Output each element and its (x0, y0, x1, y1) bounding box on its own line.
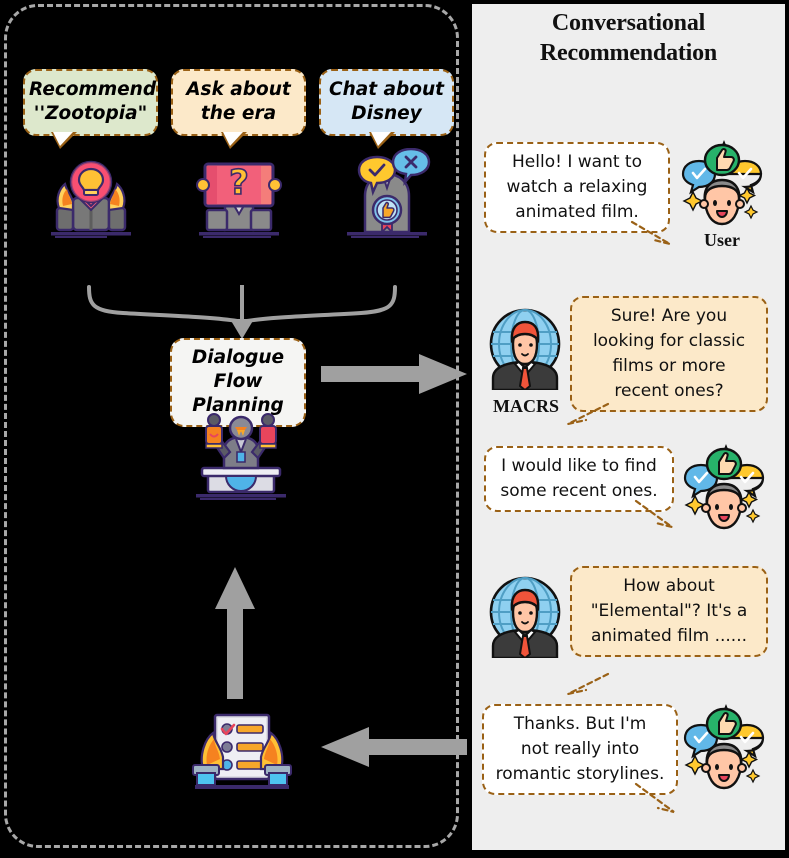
arrow-up-feedback (215, 567, 255, 699)
chat-tail-macrs-1 (567, 402, 610, 426)
speaker-label-macrs: MACRS (493, 396, 559, 416)
page-title: Conversational Recommendation (472, 8, 785, 68)
page-title-line1: Conversational (551, 10, 706, 36)
agent-bubble-line1: Recommend (29, 79, 157, 100)
chat-line: Sure! Are you (610, 306, 728, 326)
chat-line: How about (623, 576, 715, 596)
dfp-line2: Flow Planning (192, 371, 284, 416)
chat-line: films or more (612, 356, 726, 376)
chat-line: I would like to find (501, 456, 657, 476)
dialogue-flow-planning-bubble: Dialogue Flow Planning (170, 338, 306, 427)
agent-bubble-line2: Disney (351, 103, 422, 124)
chat-line: animated film ...... (590, 626, 748, 646)
converging-brace-arrow (87, 285, 397, 339)
agent-bubble-recommend: Recommend ''Zootopia" (23, 69, 158, 149)
agent-card-recommend: Recommend ''Zootopia" (23, 69, 158, 240)
chat-approve-agent-icon (337, 147, 437, 238)
bubble-tail-fill (223, 132, 243, 146)
bubble-tail-fill (53, 132, 73, 146)
arrow-right-to-conversation (321, 354, 467, 394)
avatar-user-2 (681, 444, 767, 534)
question-screen-agent-icon: ? (189, 154, 289, 240)
chat-tail-user-2 (634, 499, 673, 529)
chat-line: not really into (520, 739, 640, 759)
chat-tail-macrs-2 (567, 672, 610, 696)
chat-bubble-macrs-1: Sure! Are you looking for classic films … (570, 296, 768, 412)
checklist-hands-icon (191, 707, 293, 793)
speaker-label-user: User (704, 230, 740, 250)
chat-line: animated film. (515, 202, 639, 222)
svg-text:?: ? (229, 163, 249, 203)
agent-bubble-line1: Chat about (329, 79, 444, 100)
chat-tail-user-1 (630, 220, 671, 246)
arrow-left-feedback (321, 727, 467, 767)
agent-card-chat-disney: Chat about Disney (319, 69, 454, 238)
chat-line: Thanks. But I'm (513, 714, 647, 734)
page-title-line2: Recommendation (539, 40, 718, 66)
puppeteer-planner-icon (188, 410, 294, 502)
left-panel-agent-framework: Recommend ''Zootopia" (4, 4, 467, 848)
avatar-macrs-2 (485, 574, 565, 662)
chat-line: recent ones? (614, 381, 724, 401)
agent-bubble-ask-era: Ask about the era (171, 69, 306, 149)
bubble-tail-fill (371, 132, 391, 146)
agent-bubble-line2: ''Zootopia" (33, 103, 148, 124)
chat-line: some recent ones. (500, 481, 658, 501)
avatar-user-3 (681, 704, 767, 794)
agent-bubble-line1: Ask about (186, 79, 291, 100)
avatar-macrs-1 (485, 306, 565, 394)
chat-line: Hello! I want to (512, 152, 642, 172)
chat-line: looking for classic (592, 331, 746, 351)
chat-line: romantic storylines. (495, 764, 665, 784)
right-panel-conversation: Conversational Recommendation Hello! I w… (472, 4, 785, 850)
dfp-line1: Dialogue (191, 347, 285, 368)
chat-tail-user-3 (634, 782, 675, 814)
chat-bubble-macrs-2: How about "Elemental"? It's a animated f… (570, 566, 768, 657)
chat-bubble-user-2: I would like to find some recent ones. (484, 446, 674, 512)
avatar-user-1 (679, 140, 765, 230)
agent-bubble-chat-disney: Chat about Disney (319, 69, 454, 149)
agent-card-ask-era: Ask about the era (171, 69, 306, 240)
lightbulb-hands-agent-icon (41, 154, 141, 240)
chat-bubble-user-3: Thanks. But I'm not really into romantic… (482, 704, 678, 795)
chat-line: "Elemental"? It's a (590, 601, 748, 621)
chat-bubble-user-1: Hello! I want to watch a relaxing animat… (484, 142, 670, 233)
chat-line: watch a relaxing (506, 177, 648, 197)
agent-bubble-line2: the era (200, 103, 277, 124)
